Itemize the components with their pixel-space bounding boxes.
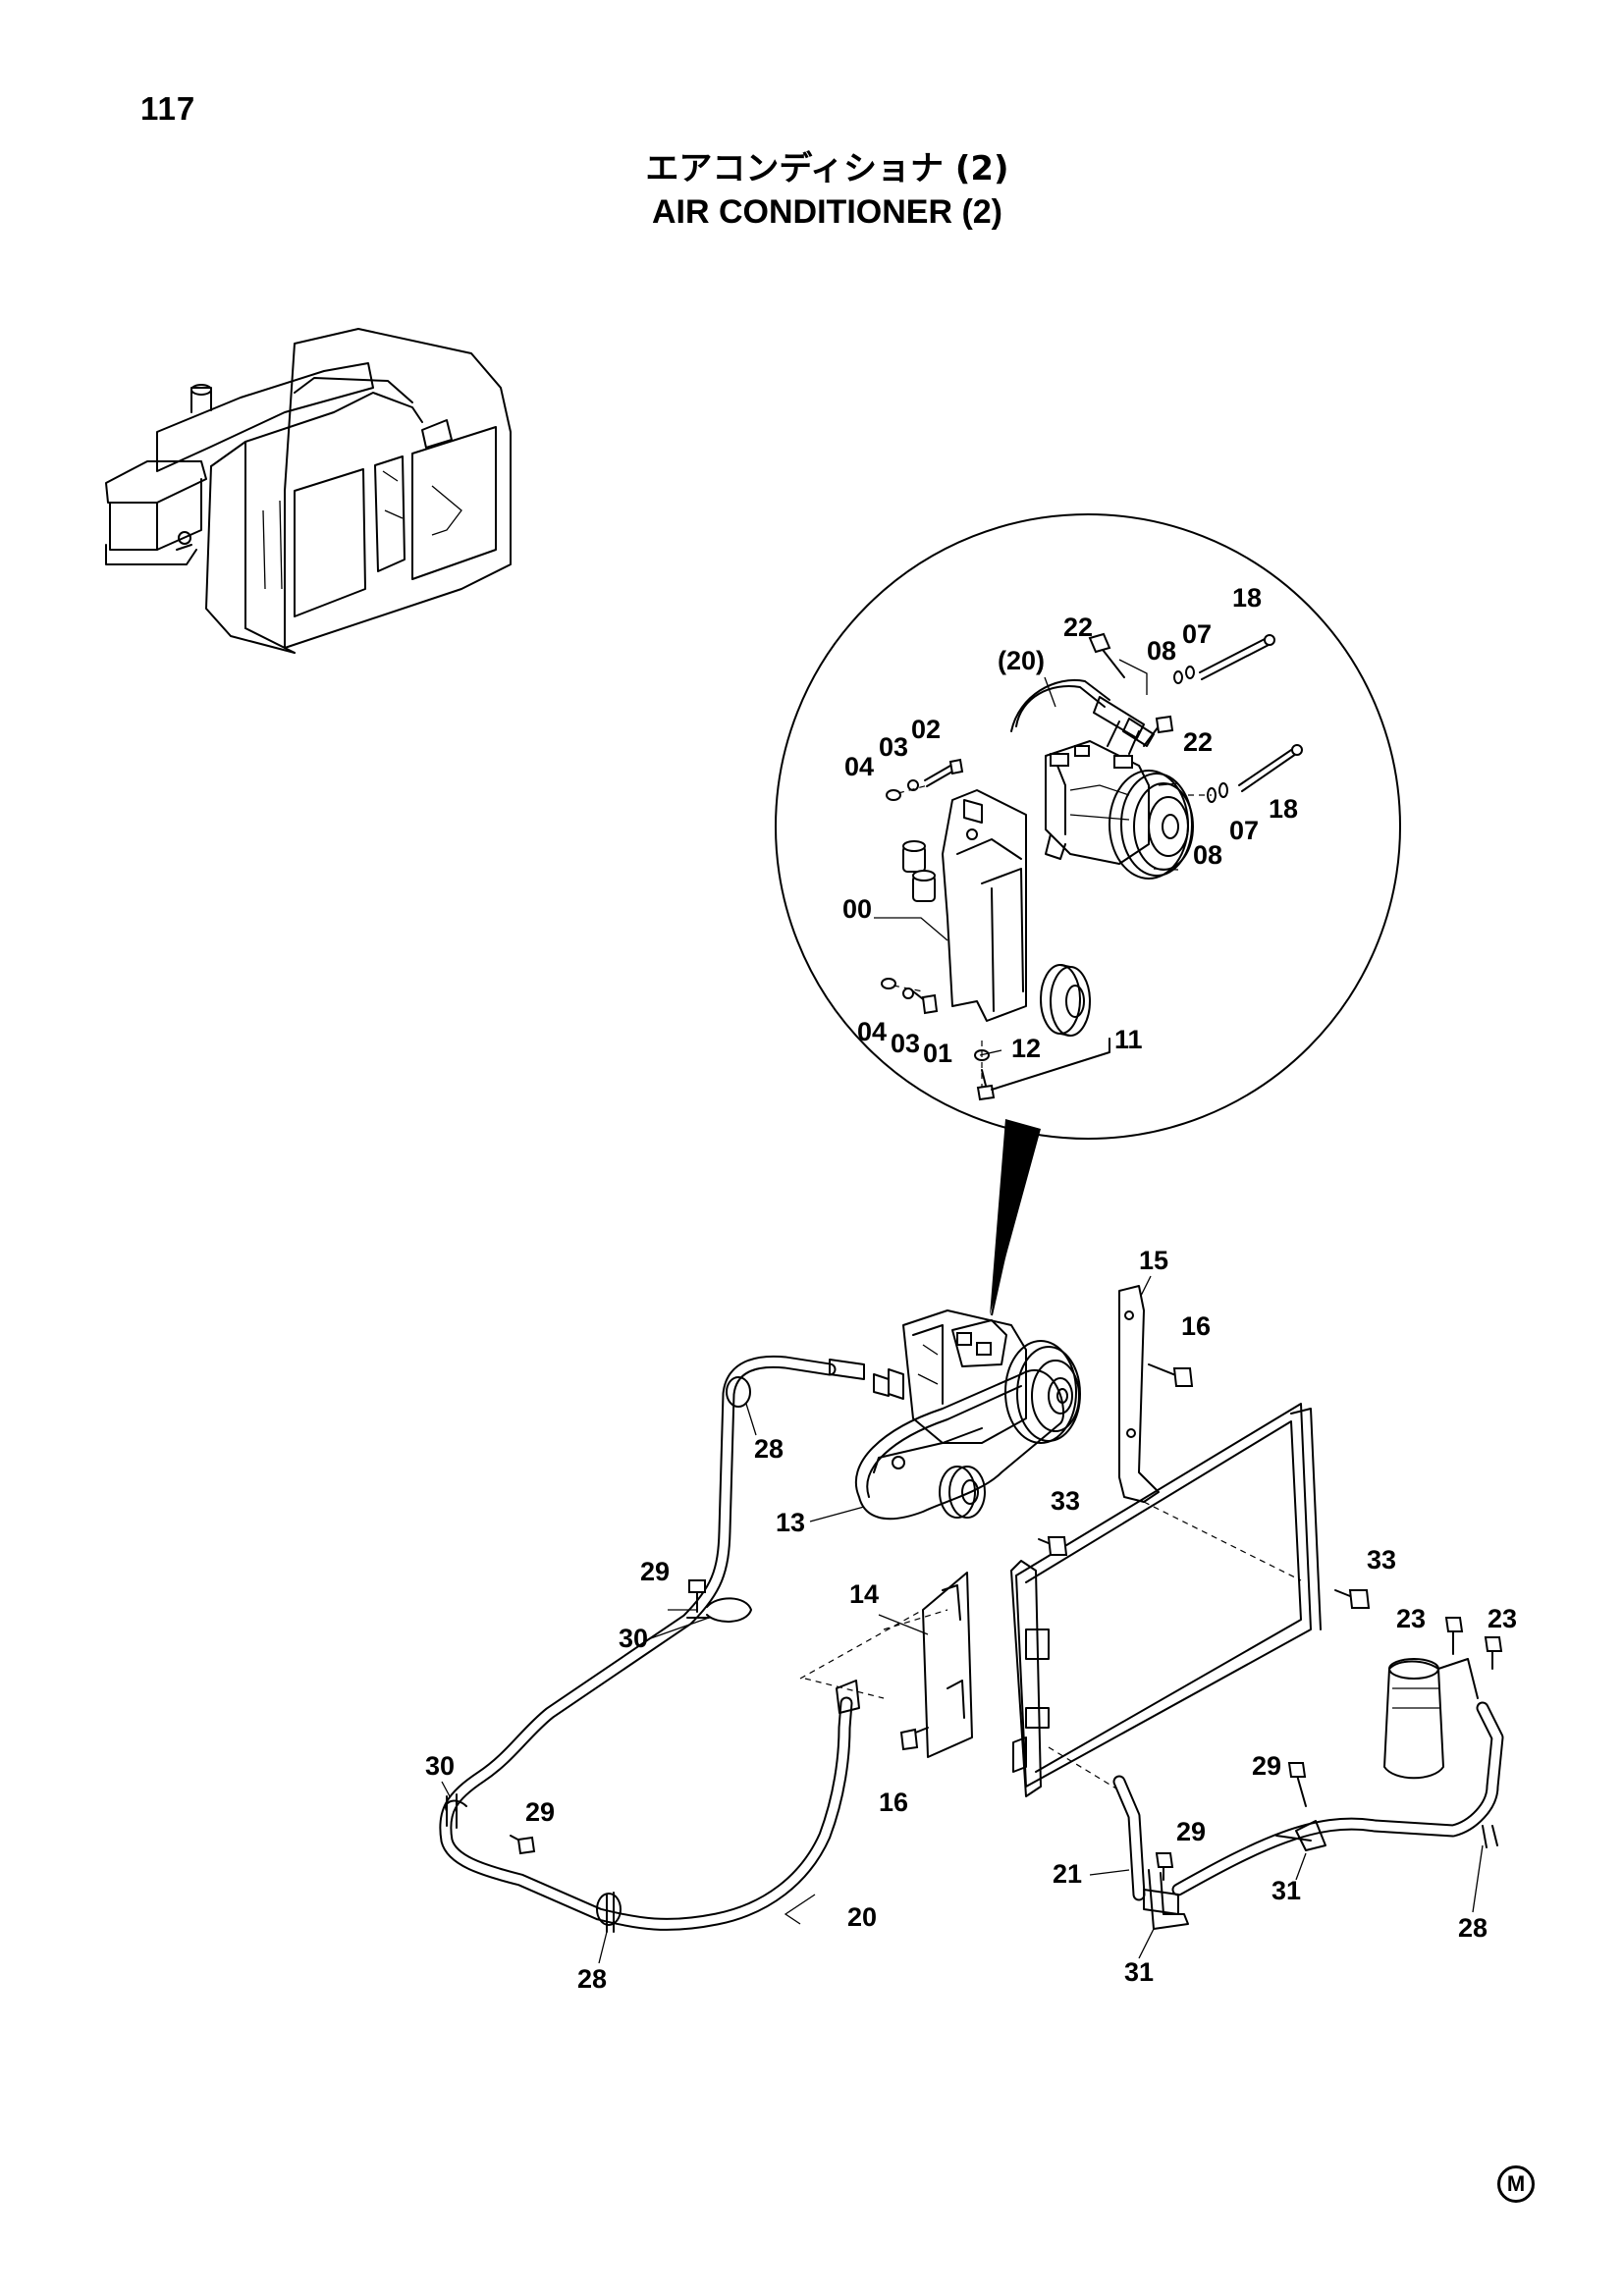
callout-04-a: 04 [844,752,874,781]
air-conditioner-assembly [439,1285,1504,1933]
callout-07-a: 07 [1182,619,1212,649]
main-callouts: 15 16 28 13 33 29 30 33 14 23 23 29 30 2… [425,1246,1517,1994]
page-number: 117 [140,90,196,127]
callout-29-a: 29 [640,1557,670,1586]
callout-15: 15 [1139,1246,1168,1275]
callout-20: 20 [847,1902,877,1932]
page-title: エアコンディショナ (2) AIR CONDITIONER (2) [0,147,1623,234]
callout-20-ref: (20) [998,646,1045,675]
callout-29-b: 29 [1252,1751,1281,1781]
callout-00: 00 [842,894,872,924]
callout-33-a: 33 [1051,1486,1080,1516]
callout-08-b: 08 [1193,840,1222,870]
callout-28-c: 28 [577,1964,607,1994]
excavator-cab-overview [105,328,512,654]
callout-28-a: 28 [754,1434,784,1464]
corner-mark: M [1497,2165,1535,2203]
callout-22-b: 22 [1183,727,1213,757]
title-japanese: エアコンディショナ (2) [645,149,1009,188]
bolt-33-b [1334,1589,1371,1609]
callout-12: 12 [1011,1034,1041,1063]
callout-03-b: 03 [891,1029,920,1058]
callout-11: 11 [1114,1025,1143,1054]
callout-23-b: 23 [1488,1604,1517,1633]
callout-02: 02 [911,715,941,744]
bolt-29-a [688,1579,706,1613]
callout-22-a: 22 [1063,613,1093,642]
callout-21: 21 [1053,1859,1082,1889]
callout-14: 14 [849,1579,879,1609]
callout-18-a: 18 [1232,583,1262,613]
callout-04-b: 04 [857,1017,887,1046]
callout-01: 01 [923,1039,952,1068]
callout-31-b: 31 [1124,1957,1154,1987]
title-english: AIR CONDITIONER (2) [652,193,1002,231]
callout-16-b: 16 [879,1788,908,1817]
callout-18-b: 18 [1269,794,1298,824]
callout-03-a: 03 [879,732,908,762]
callout-08-a: 08 [1147,636,1176,666]
detail-callouts: 22 (20) 08 07 18 04 03 02 22 08 07 18 00… [842,583,1298,1068]
callout-13: 13 [776,1508,805,1537]
callout-16-a: 16 [1181,1311,1211,1341]
bolt-33-a [1038,1536,1068,1556]
bolt-29-b [510,1835,536,1855]
callout-29-d: 29 [1176,1817,1206,1846]
callout-30-a: 30 [619,1624,648,1653]
callout-07-b: 07 [1229,816,1259,845]
callout-30-b: 30 [425,1751,455,1781]
callout-29-c: 29 [525,1797,555,1827]
callout-23-a: 23 [1396,1604,1426,1633]
callout-28-b: 28 [1458,1913,1488,1943]
receiver-dryer [1383,1617,1503,1780]
callout-31-a: 31 [1271,1876,1301,1905]
callout-33-b: 33 [1367,1545,1396,1575]
compressor-detail-view [775,513,1401,1316]
